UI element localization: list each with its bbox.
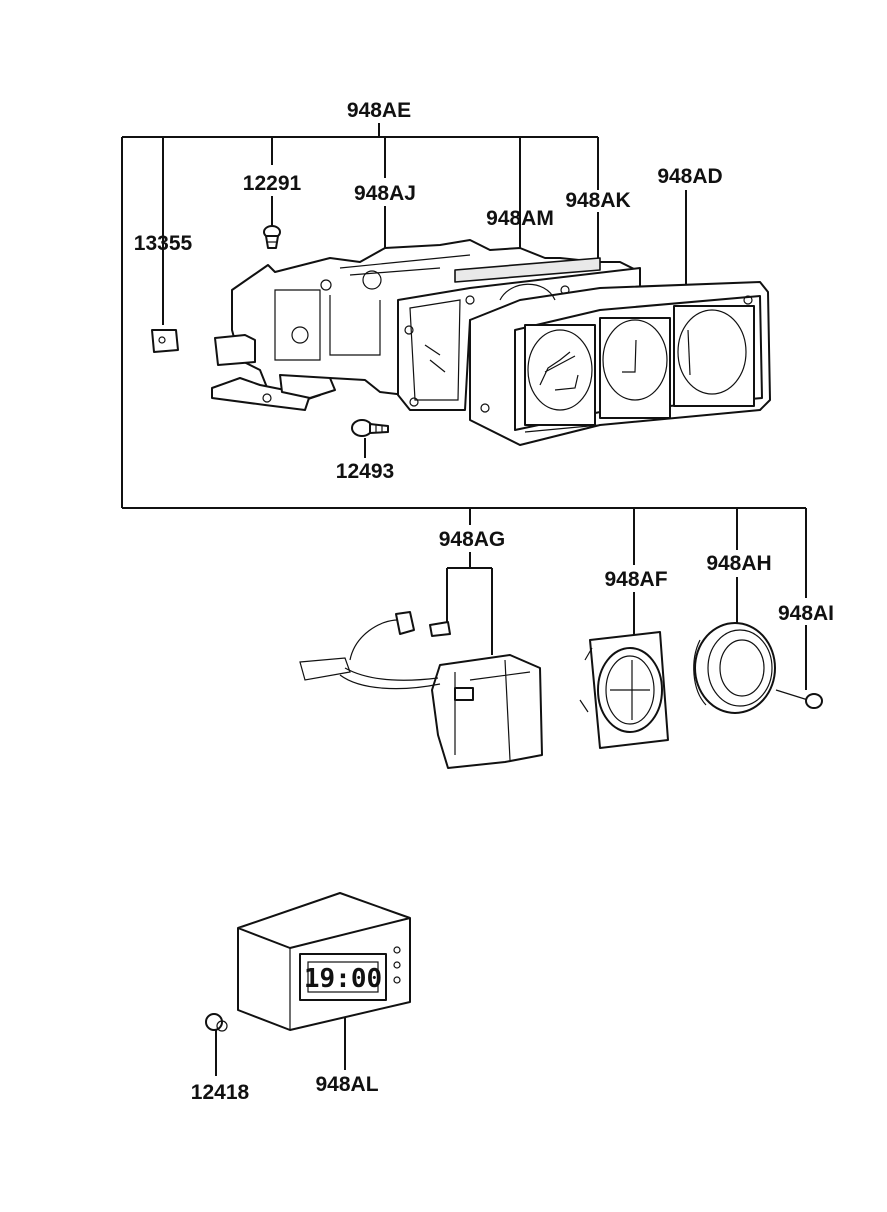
part-labels: 948AE 12291 948AJ 948AD 948AK 948AM 1335… <box>134 99 834 1104</box>
label-948AJ: 948AJ <box>354 182 416 205</box>
label-12291: 12291 <box>243 172 302 195</box>
clip-13355 <box>151 329 179 353</box>
gauge-948AF <box>579 631 669 749</box>
circuit-harness-948AG <box>299 611 543 769</box>
label-948AK: 948AK <box>565 189 630 212</box>
label-948AE: 948AE <box>347 99 411 122</box>
label-948AM: 948AM <box>486 207 554 230</box>
leader-lines <box>215 190 807 1076</box>
clock-display: 19:00 <box>304 964 382 994</box>
label-12418: 12418 <box>191 1081 250 1104</box>
label-948AL: 948AL <box>315 1073 378 1096</box>
label-948AD: 948AD <box>657 165 722 188</box>
lens-948AM <box>454 257 601 301</box>
screw-12418 <box>205 1013 228 1032</box>
clock-948AL: 19:00 <box>237 892 411 1031</box>
label-13355: 13355 <box>134 232 193 255</box>
screw-12291 <box>263 225 281 249</box>
label-948AF: 948AF <box>604 568 667 591</box>
label-948AG: 948AG <box>439 528 506 551</box>
gauge-948AH <box>693 622 776 714</box>
label-12493: 12493 <box>336 460 394 483</box>
bulb-948AI <box>775 689 823 709</box>
label-948AH: 948AH <box>706 552 771 575</box>
screw-12493 <box>351 419 389 437</box>
label-948AI: 948AI <box>778 602 834 625</box>
assembly-bracket-948AE <box>121 123 806 509</box>
gauge-hood-948AD <box>469 281 771 446</box>
